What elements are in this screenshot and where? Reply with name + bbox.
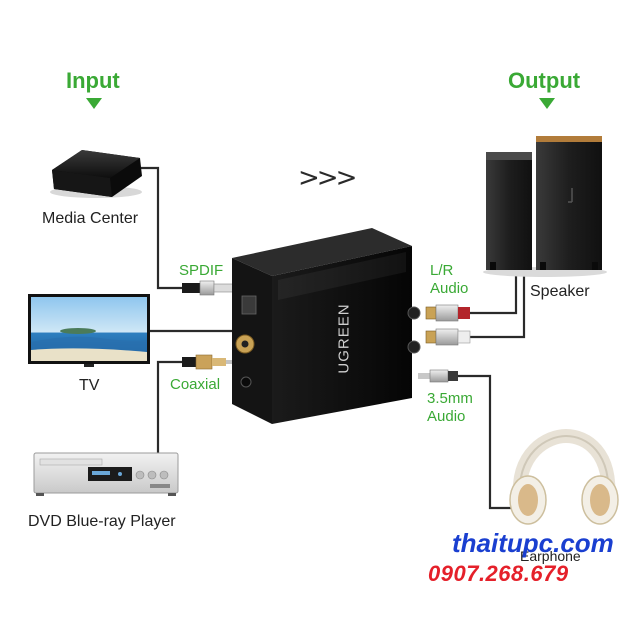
mm-audio-label-line1: 3.5mm — [427, 390, 473, 407]
mm-audio-label: 3.5mm Audio — [427, 390, 473, 426]
headphones-icon — [509, 428, 619, 525]
rca-plug-right-icon — [425, 328, 471, 346]
tv-icon — [28, 294, 150, 367]
watermark-phone: 0907.268.679 — [428, 561, 569, 586]
mm-audio-label-line2: Audio — [427, 408, 466, 425]
speaker-label: Speaker — [530, 283, 590, 300]
cable-earphone — [458, 374, 515, 510]
dvd-player-icon — [33, 452, 179, 496]
mm-jack-plug-icon — [418, 369, 458, 383]
coaxial-label: Coaxial — [170, 376, 221, 393]
media-center-box-icon — [50, 150, 142, 198]
watermark-site: thaitupc.com — [452, 528, 614, 558]
lr-audio-label-line1: L/R — [430, 262, 454, 279]
flow-chevrons-icon: >>> — [298, 163, 357, 193]
coaxial-plug-icon — [182, 354, 234, 370]
cables — [140, 166, 526, 510]
output-header: Output — [508, 68, 581, 93]
spdif-plug-icon — [182, 280, 235, 296]
speakers-icon — [483, 136, 607, 277]
spdif-label: SPDIF — [179, 262, 224, 279]
cable-dvd — [156, 360, 182, 455]
tv-label: TV — [79, 377, 100, 394]
lr-audio-label: L/R Audio — [430, 262, 468, 298]
cable-speaker-2 — [470, 275, 526, 339]
input-arrow-down-icon — [86, 98, 102, 109]
converter-box-icon — [232, 228, 421, 424]
earphone-label: Earphone — [520, 548, 581, 564]
media-center-label: Media Center — [42, 210, 139, 227]
output-arrow-down-icon — [539, 98, 555, 109]
converter-brand-logo: UGREEN — [335, 303, 353, 374]
rca-plug-left-icon — [425, 304, 470, 322]
cable-speaker-1 — [470, 275, 518, 315]
cable-media-center — [140, 166, 182, 290]
dvd-player-label: DVD Blue-ray Player — [28, 513, 176, 530]
lr-audio-label-line2: Audio — [430, 280, 469, 297]
input-header: Input — [66, 68, 120, 93]
